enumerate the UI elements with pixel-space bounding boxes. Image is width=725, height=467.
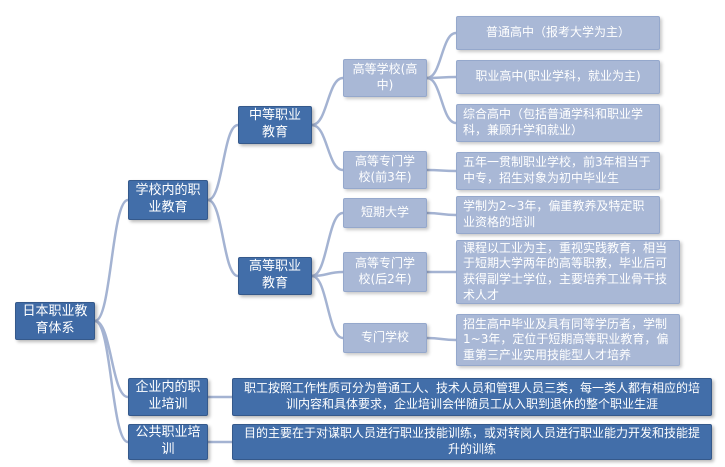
root-node: 日本职业教育体系 [15, 302, 95, 340]
junior-college-desc-text: 学制为2~3年，偏重教养及特定职业资格的培训 [463, 199, 645, 229]
tech-college-first3-label: 高等专门学校(前3年) [354, 154, 415, 184]
specialized-desc-leaf: 招生高中毕业及具有同等学历者，学制1~3年，定位于短期高等职业教育，偏重第三产业… [456, 314, 680, 366]
specialized-school-label: 专门学校 [360, 330, 409, 345]
connector-higher-vocational-node-to-specialized-school-node [311, 274, 344, 340]
enterprise-training-label: 企业内的职业培训 [135, 380, 201, 412]
enterprise-desc-leaf: 职工按照工作性质可分为普通工人、技术人员和管理人员三类，每一类人都有相应的培训内… [232, 378, 712, 416]
junior-college-label: 短期大学 [360, 205, 409, 220]
enterprise-desc-text: 职工按照工作性质可分为普通工人、技术人员和管理人员三类，每一类人都有相应的培训内… [243, 381, 700, 411]
five-year-leaf: 五年一贯制职业学校，前3年相当于中专，招生对象为初中毕业生 [456, 152, 660, 190]
five-year-text: 五年一贯制职业学校，前3年相当于中专，招生对象为初中毕业生 [463, 155, 651, 185]
secondary-vocational-label: 中等职业教育 [248, 108, 301, 140]
public-desc-leaf: 目的主要在于对谋职人员进行职业技能训练，或对转岗人员进行职业能力开发和技能提升的… [232, 424, 712, 460]
connector-school-vocational-node-to-higher-vocational-node [207, 198, 239, 278]
tech-college-desc-leaf: 课程以工业为主，重视实践教育，相当于短期大学两年的高等职教，毕业后可获得副学士学… [456, 240, 680, 304]
general-high-text: 普通高中（报考大学为主） [485, 25, 630, 40]
public-desc-text: 目的主要在于对谋职人员进行职业技能训练，或对转岗人员进行职业能力开发和技能提升的… [243, 426, 700, 456]
connector-secondary-vocational-node-to-tech-college-first3-node [311, 123, 344, 172]
general-high-leaf: 普通高中（报考大学为主） [456, 16, 660, 50]
vocational-high-text: 职业高中(职业学科，就业为主) [475, 69, 641, 84]
connector-high-school-node-to-general-high-leaf [426, 31, 457, 80]
tech-college-last2-label: 高等专门学校(后2年) [354, 256, 415, 286]
tech-college-desc-text: 课程以工业为主，重视实践教育，相当于短期大学两年的高等职教，毕业后可获得副学士学… [463, 240, 668, 302]
school-vocational-node: 学校内的职业教育 [128, 180, 208, 220]
connector-secondary-vocational-node-to-high-school-node [311, 76, 344, 127]
junior-college-node: 短期大学 [343, 198, 427, 228]
high-school-node: 高等学校(高中) [343, 59, 427, 97]
connector-junior-college-node-to-junior-college-desc-leaf [426, 211, 457, 217]
public-training-node: 公共职业培训 [128, 424, 208, 460]
tech-college-first3-node: 高等专门学校(前3年) [343, 151, 427, 189]
connector-root-node-to-public-training-node [94, 319, 129, 444]
vocational-high-leaf: 职业高中(职业学科，就业为主) [456, 60, 660, 94]
comprehensive-high-leaf: 综合高中（包括普通学科和职业学科，兼顾升学和就业） [456, 104, 660, 142]
tech-college-last2-node: 高等专门学校(后2年) [343, 252, 427, 292]
enterprise-training-node: 企业内的职业培训 [128, 378, 208, 416]
public-training-label: 公共职业培训 [135, 425, 201, 457]
specialized-desc-text: 招生高中毕业及具有同等学历者，学制1~3年，定位于短期高等职业教育，偏重第三产业… [463, 316, 669, 362]
connector-high-school-node-to-comprehensive-high-leaf [426, 76, 457, 125]
school-vocational-label: 学校内的职业教育 [135, 183, 201, 215]
comprehensive-high-text: 综合高中（包括普通学科和职业学科，兼顾升学和就业） [463, 107, 644, 137]
root-label: 日本职业教育体系 [22, 304, 88, 336]
connector-specialized-school-node-to-specialized-desc-leaf [426, 336, 457, 342]
secondary-vocational-node: 中等职业教育 [238, 106, 312, 144]
specialized-school-node: 专门学校 [343, 323, 427, 353]
connector-high-school-node-to-vocational-high-leaf [426, 75, 457, 80]
higher-vocational-label: 高等职业教育 [248, 259, 301, 291]
connector-tech-college-first3-node-to-five-year-leaf [426, 168, 457, 173]
junior-college-desc-leaf: 学制为2~3年，偏重教养及特定职业资格的培训 [456, 196, 660, 234]
connector-root-node-to-school-vocational-node [94, 198, 129, 323]
connector-higher-vocational-node-to-junior-college-node [311, 211, 344, 278]
connector-school-vocational-node-to-secondary-vocational-node [207, 123, 239, 202]
high-school-label: 高等学校(高中) [352, 62, 418, 92]
higher-vocational-node: 高等职业教育 [238, 257, 312, 295]
